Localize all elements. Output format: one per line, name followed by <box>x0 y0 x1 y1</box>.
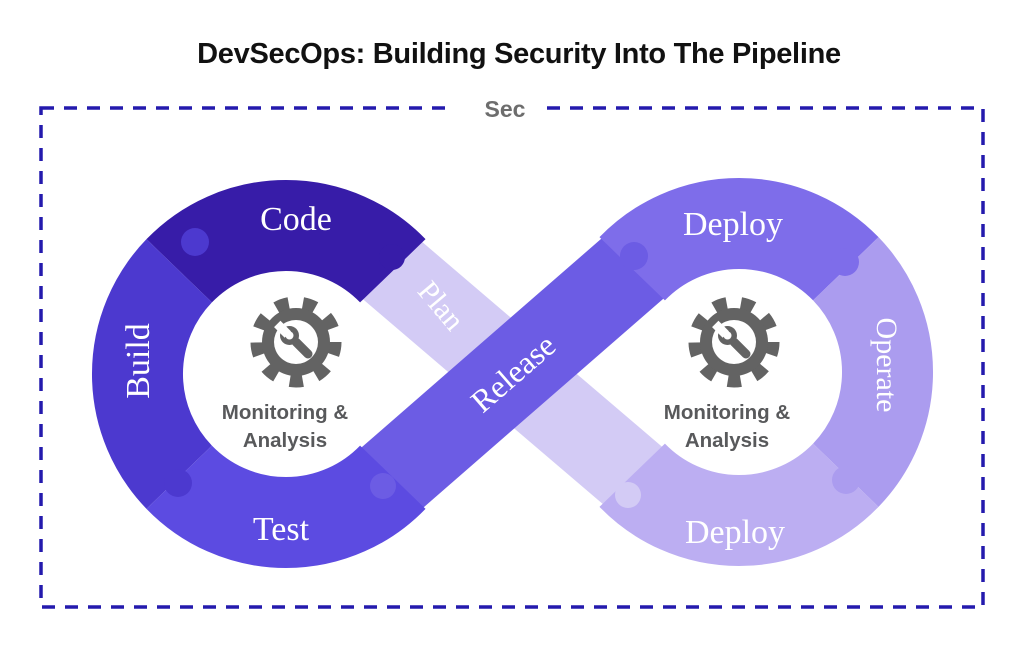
puzzle-tab-release-test <box>370 473 396 499</box>
puzzle-tab-code-plan <box>379 244 405 270</box>
gear-teeth <box>688 296 780 388</box>
monitoring-label-left-line2: Analysis <box>243 429 327 452</box>
wrench-opening <box>712 320 730 338</box>
label-operate: Operate <box>870 318 903 413</box>
wrench-handle <box>291 337 313 359</box>
monitoring-label-right-line2: Analysis <box>685 429 769 452</box>
sec-label: Sec <box>485 96 526 122</box>
puzzle-tab-build-code <box>181 228 209 256</box>
segment-deploy-top <box>599 178 879 302</box>
segment-build <box>92 239 213 509</box>
wrench-opening <box>274 320 292 338</box>
label-deploy-bottom: Deploy <box>685 514 785 551</box>
segment-test <box>146 444 426 568</box>
label-build: Build <box>120 323 157 399</box>
gear-teeth <box>250 296 342 388</box>
monitoring-label-left-line1: Monitoring & <box>222 401 349 424</box>
label-deploy-top: Deploy <box>683 206 783 243</box>
page-title: DevSecOps: Building Security Into The Pi… <box>197 38 841 70</box>
wrench-handle <box>729 337 751 359</box>
label-code: Code <box>260 201 332 238</box>
gear-wrench-icon <box>250 296 342 388</box>
puzzle-tab-build-test <box>164 469 192 497</box>
segment-operate <box>812 237 933 507</box>
label-test: Test <box>253 511 310 548</box>
segment-deploy-bottom <box>599 442 879 566</box>
monitoring-label-right-line1: Monitoring & <box>664 401 791 424</box>
puzzle-tab-operate-deploy <box>832 466 860 494</box>
puzzle-tab-deploy-operate <box>831 248 859 276</box>
puzzle-tab-plan-deploy <box>615 482 641 508</box>
puzzle-tab-release-deploy <box>620 242 648 270</box>
sec-label-background <box>453 94 545 120</box>
release-band <box>330 206 695 540</box>
gear-wrench-icon <box>688 296 780 388</box>
